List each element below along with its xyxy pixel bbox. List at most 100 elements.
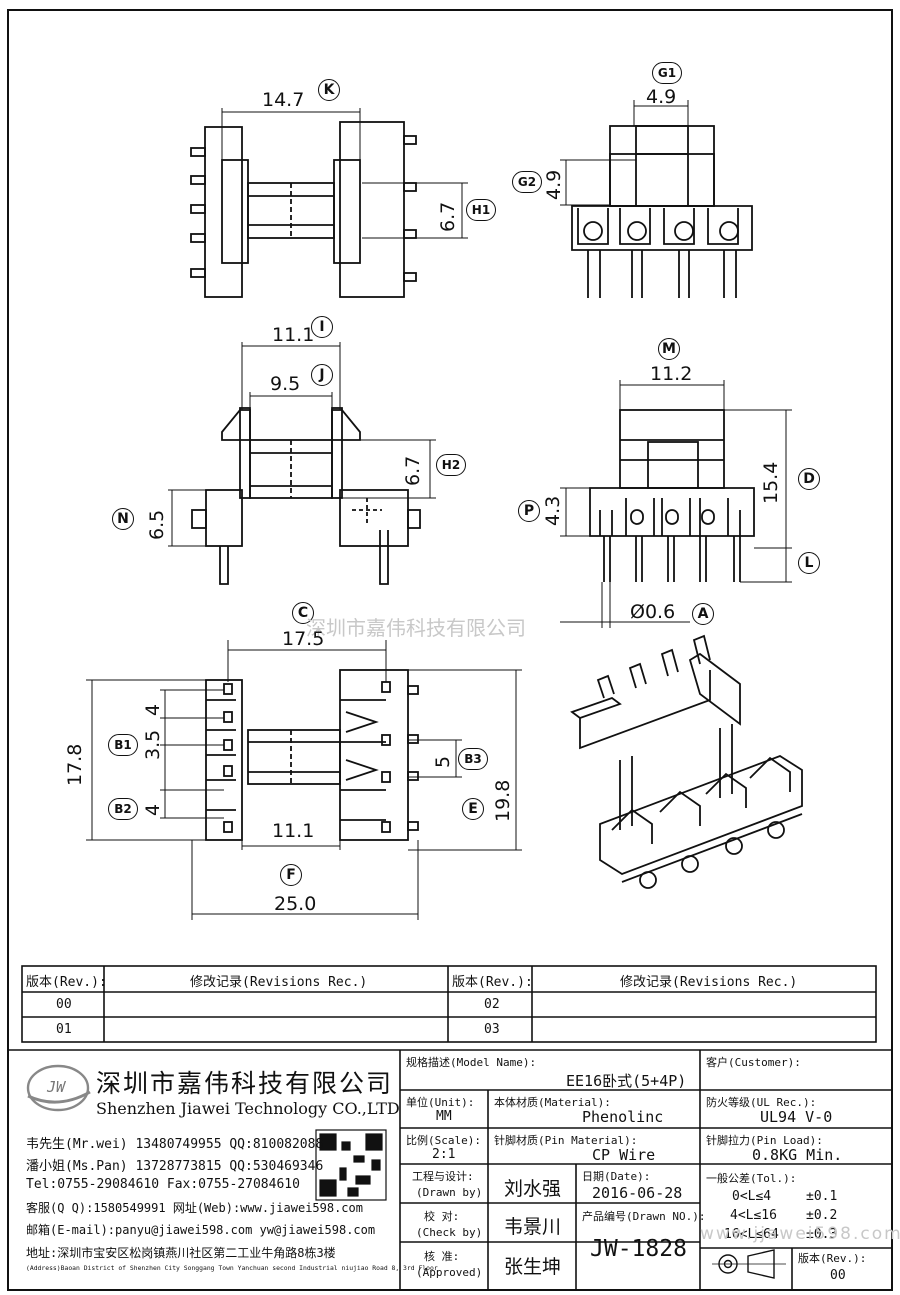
tag-g1: G1 [652,62,682,84]
tol-value-2: ±0.2 [806,1208,838,1223]
approved-value: 张生坤 [504,1256,562,1278]
material-label: 本体材质(Material): [494,1096,611,1109]
dim-g1: 4.9 [646,86,677,108]
dim-h1: 6.7 [437,201,459,232]
dim-n: 6.5 [146,509,168,540]
tag-g2: G2 [512,171,542,193]
tol-range-3: 16<L≤64 [724,1227,779,1242]
isometric-view [570,634,803,889]
ul-label: 防火等级(UL Rec.): [706,1096,817,1109]
dim-b1: 3.5 [142,729,164,760]
dim-m: 11.2 [650,363,693,385]
contact-wei: 韦先生(Mr.wei) 13480749955 QQ:810082088 [26,1137,324,1152]
tag-h1: H1 [466,199,496,221]
dim-a: Ø0.6 [630,601,676,623]
contact-tel: Tel:0755-29084610 Fax:0755-27084610 [26,1177,300,1192]
projection-symbol [712,1249,786,1279]
dim-k: 14.7 [262,89,305,111]
rev-label: 版本(Rev.): [798,1252,867,1265]
tag-k: K [318,79,340,101]
tag-h2: H2 [436,454,466,476]
scale-label: 比例(Scale): [406,1134,481,1147]
contact-web: 客服(Q Q):1580549991 网址(Web):www.jiawei598… [26,1201,363,1215]
qr-code [315,1129,387,1201]
customer-label: 客户(Customer): [706,1056,801,1069]
approved-sub: (Approved) [416,1266,483,1279]
tag-j: J [311,364,333,386]
side-view [168,342,436,585]
logo-text: JW [47,1078,66,1096]
pin-load-value: 0.8KG Min. [752,1146,843,1164]
unit-value: MM [436,1109,452,1124]
watermark-url: www.jjawei598.com [700,1224,900,1244]
date-label: 日期(Date): [582,1170,651,1183]
dim-b1-top: 4 [142,703,164,716]
rev-value: 00 [830,1268,846,1283]
watermark-cn: 深圳市嘉伟科技有限公司 [306,616,526,640]
check-label: 校 对: [424,1210,460,1223]
front-view [560,380,792,628]
scale-value: 2:1 [432,1147,456,1162]
tag-m: M [658,338,680,360]
rev-row-01: 01 [56,1022,72,1037]
rev-row-03: 03 [484,1022,500,1037]
model-label: 规格描述(Model Name): [406,1056,537,1069]
dim-d: 15.4 [760,461,782,504]
tag-l: L [798,552,820,574]
dim-g2: 4.9 [543,169,565,200]
drawn-value: 刘水强 [504,1178,562,1200]
tag-a: A [692,603,714,625]
title-block-lines [8,1049,892,1290]
rev-row-02: 02 [484,997,500,1012]
date-value: 2016-06-28 [592,1184,683,1202]
unit-label: 单位(Unit): [406,1096,475,1109]
pin-material-value: CP Wire [592,1146,656,1164]
drawn-label: 工程与设计: [412,1170,474,1183]
dim-j: 9.5 [270,373,301,395]
ul-value: UL94 V-0 [760,1108,833,1126]
dim-b3: 5 [432,755,454,768]
rev-header-right: 版本(Rev.): [452,975,533,990]
tag-e: E [462,798,484,820]
approved-label: 核 准: [424,1250,460,1263]
dim-p: 4.3 [542,495,564,526]
model-value: EE16卧式(5+4P) [566,1072,687,1090]
address-cn: 地址:深圳市宝安区松岗镇燕川社区第二工业牛角路8栋3楼 [26,1246,336,1260]
tag-f: F [280,864,302,886]
dim-e: 19.8 [492,779,514,822]
contact-pan: 潘小姐(Ms.Pan) 13728773815 QQ:530469346 [26,1159,324,1174]
rec-header-left: 修改记录(Revisions Rec.) [190,975,368,990]
dim-c: 17.5 [282,628,325,650]
tag-d: D [798,468,820,490]
dim-bottom-inner: 11.1 [272,820,315,842]
tag-b3: B3 [458,748,488,770]
company-name-cn: 深圳市嘉伟科技有限公司 [96,1069,394,1098]
top-view [190,108,468,298]
tag-c: C [292,602,314,624]
tol-label: 一般公差(Tol.): [706,1172,797,1185]
company-name-en: Shenzhen Jiawei Technology CO.,LTD [96,1099,400,1118]
drawn-no-label: 产品编号(Drawn NO.): [582,1210,706,1223]
address-en: (Address)Baoan District of Shenzhen City… [26,1264,438,1272]
tag-i: I [311,316,333,338]
tol-range-1: 0<L≤4 [732,1189,772,1204]
dim-b2: 4 [142,803,164,816]
pin-load-label: 针脚拉力(Pin Load): [706,1134,823,1147]
tol-value-1: ±0.1 [806,1189,838,1204]
check-value: 韦景川 [504,1216,562,1238]
tol-value-3: ±0.3 [806,1227,838,1242]
tag-p: P [518,500,540,522]
pin-material-label: 针脚材质(Pin Material): [494,1134,638,1147]
dim-f: 25.0 [274,893,317,915]
bottom-view [86,640,522,920]
company-logo [26,1064,91,1112]
tol-range-2: 4<L≤16 [730,1208,777,1223]
drawn-no-value: JW-1828 [590,1236,687,1262]
dim-h2: 6.7 [402,455,424,486]
dim-b-total: 17.8 [64,743,86,786]
rev-row-00: 00 [56,997,72,1012]
end-view [560,100,753,298]
drawn-sub: (Drawn by) [416,1186,483,1199]
rec-header-right: 修改记录(Revisions Rec.) [620,975,798,990]
